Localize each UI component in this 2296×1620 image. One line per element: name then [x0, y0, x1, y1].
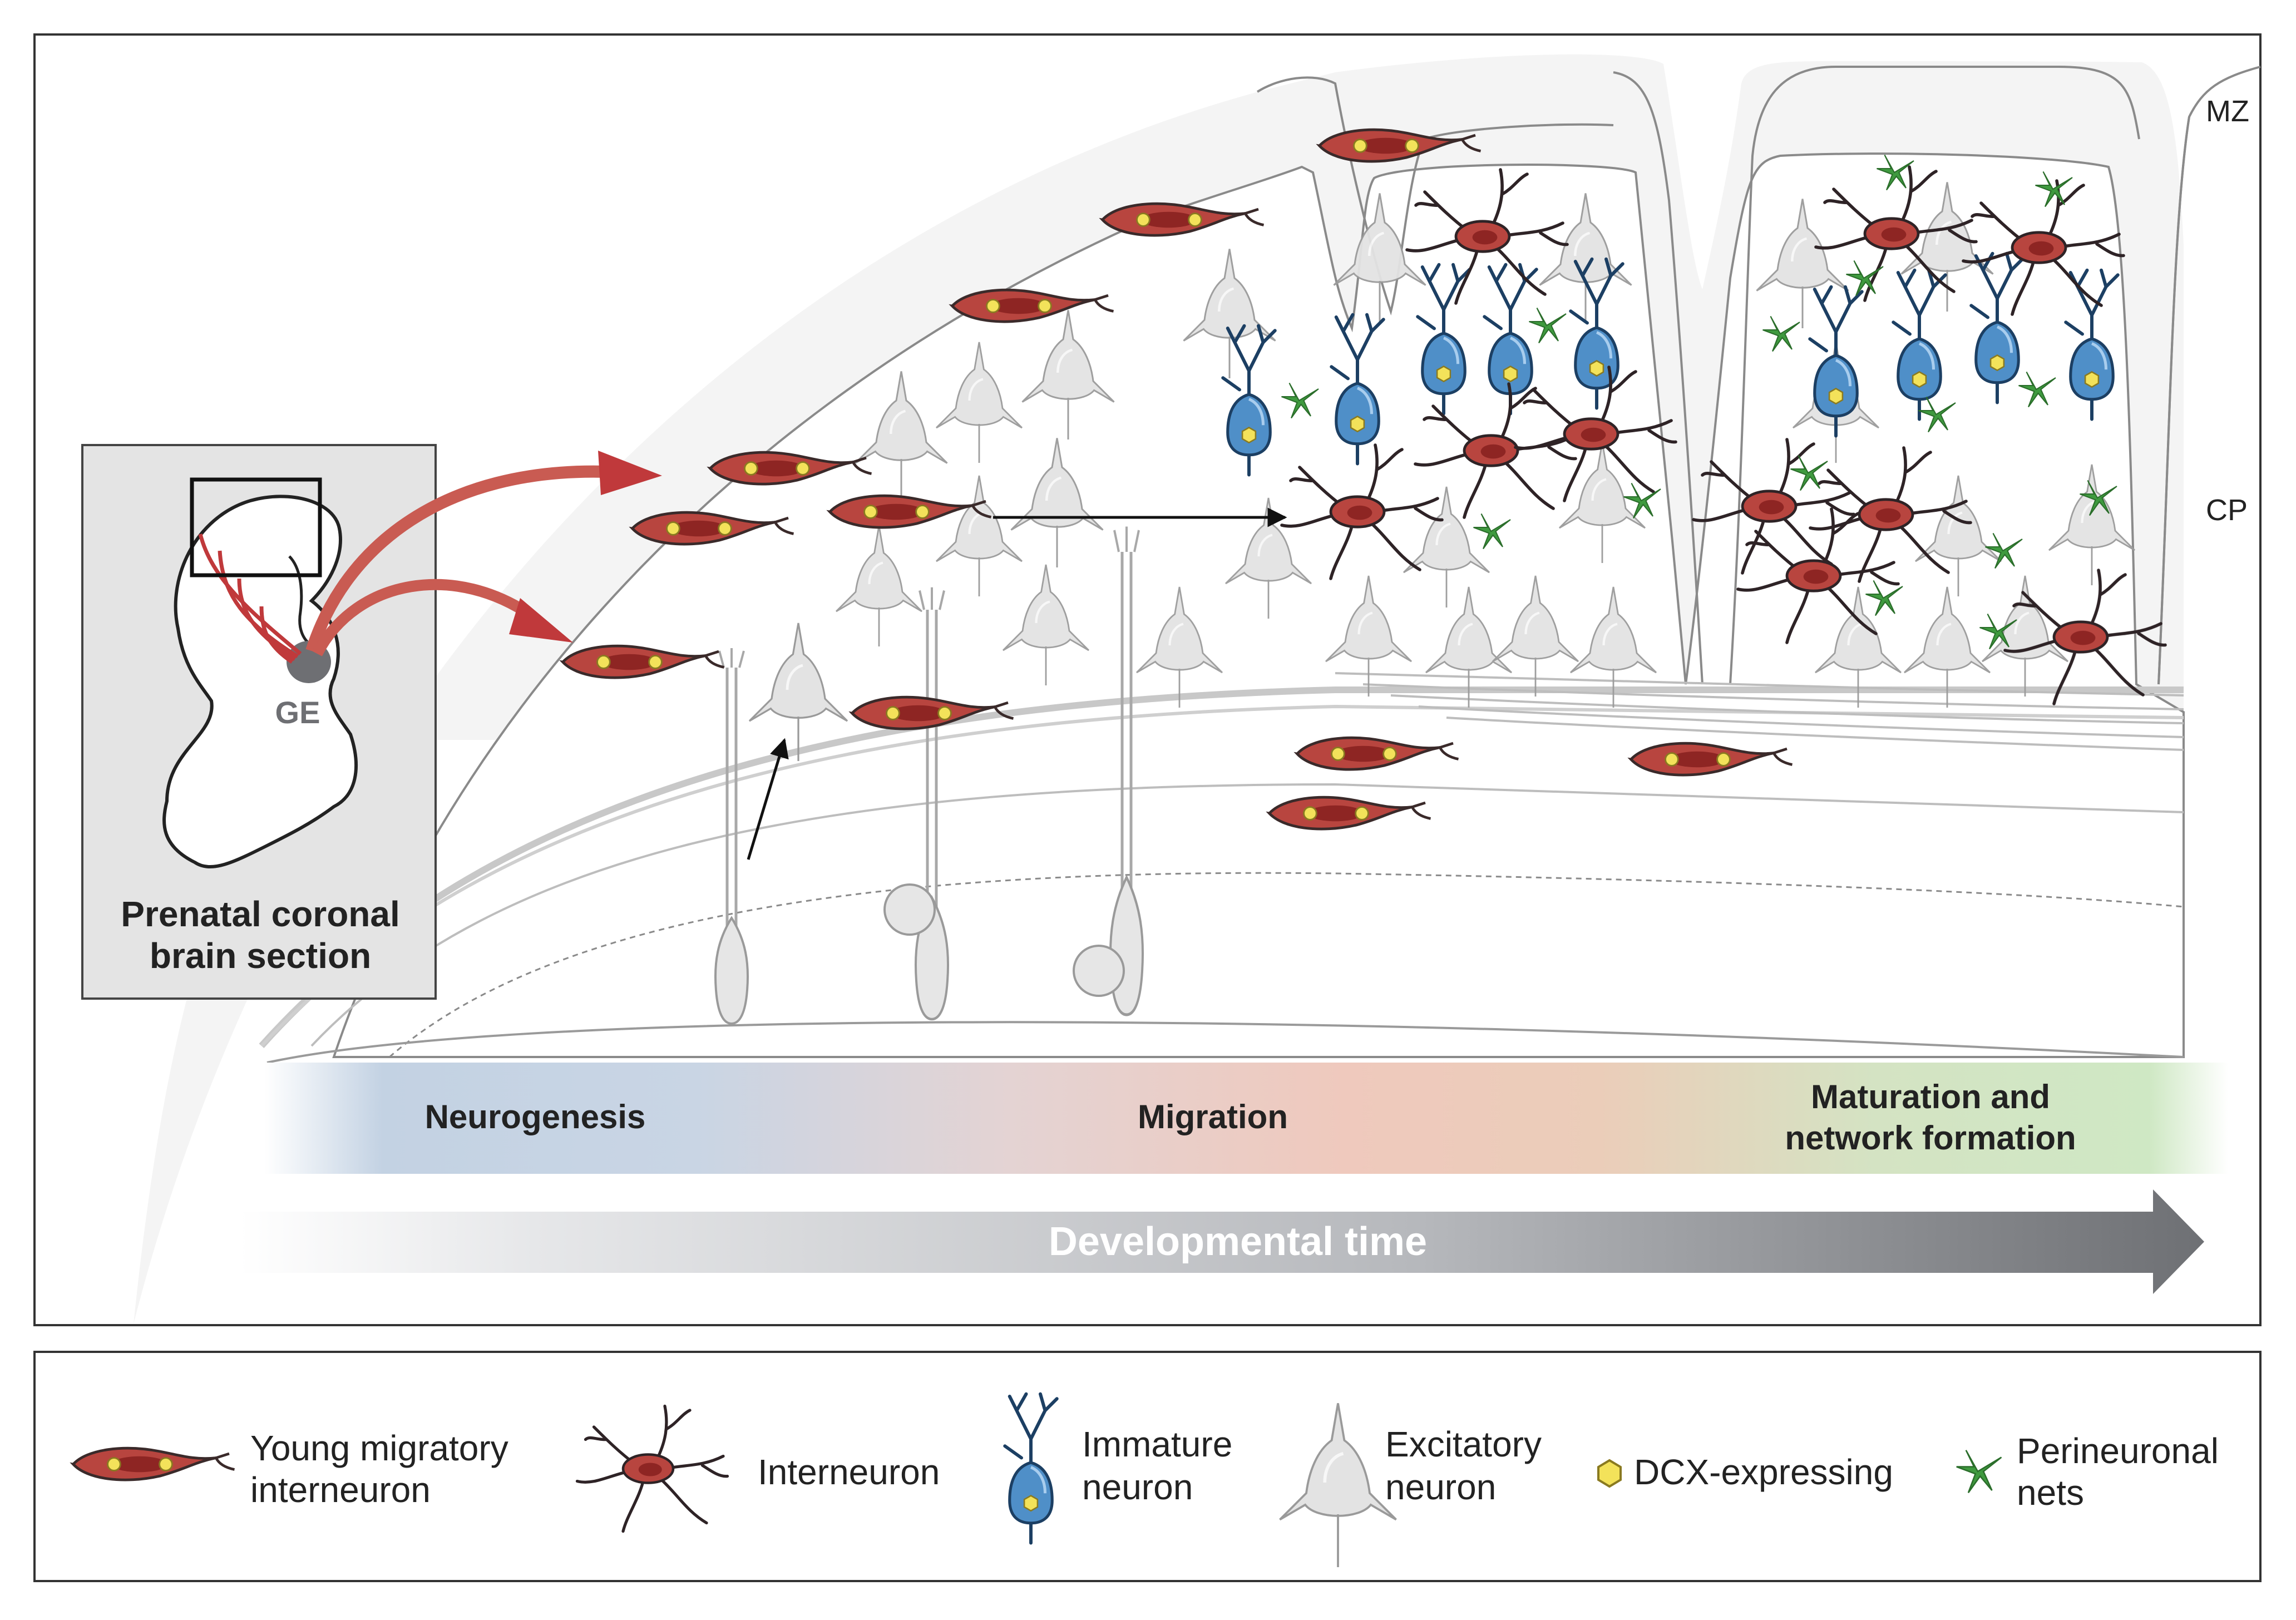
legend-immature-line2: neuron [1082, 1467, 1193, 1507]
legend-excitatory-line2: neuron [1385, 1467, 1496, 1507]
legend-panel: Young migratory interneuron Interneuron … [33, 1351, 2262, 1582]
legend-interneuron: Interneuron [758, 1452, 940, 1492]
legend-dcx: DCX-expressing [1634, 1452, 1893, 1492]
ventricular-zone-dashed-line [389, 872, 2184, 1058]
radial-glia-group [715, 527, 1143, 1024]
ventricular-surface [266, 1021, 2184, 1064]
inset-panel: GE Prenatal coronal brain section [81, 444, 437, 1000]
sulcus-outline-1 [1613, 71, 1704, 685]
layer-label-mz: MZ [2206, 95, 2249, 128]
legend-excitatory-line1: Excitatory [1385, 1424, 1542, 1464]
legend-pnn-line2: nets [2017, 1473, 2084, 1513]
brain-outline [162, 495, 358, 868]
stage-maturation-line2: network formation [1785, 1119, 2076, 1157]
legend-immature-line1: Immature [1082, 1424, 1232, 1464]
inset-caption-line1: Prenatal coronal [121, 894, 400, 934]
axon-bundle [1335, 672, 2184, 751]
stage-maturation-line1: Maturation and [1811, 1078, 2050, 1115]
cortex-interior [332, 152, 2185, 1058]
layer-label-cp: CP [2206, 493, 2248, 527]
legend-box [33, 1351, 2262, 1582]
inset-caption-line2: brain section [150, 936, 371, 976]
migration-arrow-lower [312, 579, 537, 656]
ge-label: GE [275, 695, 320, 730]
stage-migration: Migration [1138, 1098, 1288, 1135]
migration-arrow-upper-head [598, 451, 662, 495]
migration-arrow-lower-head [509, 598, 573, 643]
migration-arrow-upper [305, 465, 607, 653]
developmental-time-arrow [239, 1189, 2204, 1294]
legend-young-line1: Young migratory [250, 1428, 508, 1468]
progenitor-cell [1073, 945, 1125, 997]
progenitor-cell [883, 883, 936, 936]
stage-band [264, 1063, 2228, 1174]
legend-pnn-line1: Perineuronal [2017, 1431, 2219, 1471]
radial-migration-arrow [747, 738, 789, 860]
inset-migration-paths [198, 534, 302, 664]
inset-zoom-box [190, 477, 322, 577]
time-axis-label: Developmental time [1049, 1219, 1427, 1264]
gyrus-outline-1 [1256, 76, 1614, 316]
dcx-hexagon-icon [1597, 1459, 1622, 1488]
gyrus-outline-2 [1729, 66, 2140, 685]
stage-neurogenesis: Neurogenesis [425, 1098, 646, 1135]
legend-young-line2: interneuron [250, 1470, 431, 1510]
